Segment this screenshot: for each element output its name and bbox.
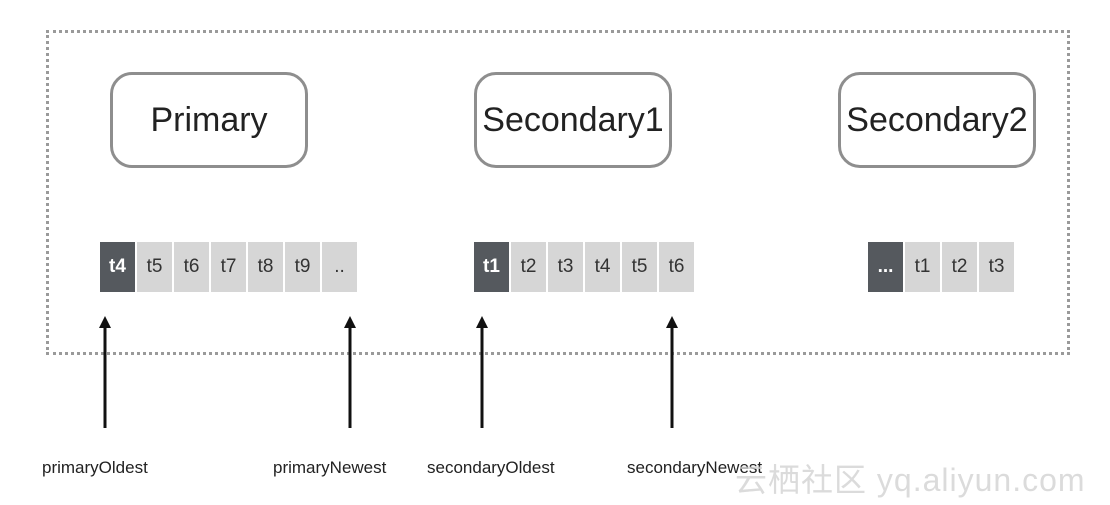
oplog-entry: t9 (285, 242, 320, 292)
oplog-entry: t8 (248, 242, 283, 292)
oplog-entry: t3 (548, 242, 583, 292)
oplog-entry: t5 (622, 242, 657, 292)
oplog-entry: t1 (474, 242, 509, 292)
oplog-entry: ... (868, 242, 903, 292)
oplog-entry: .. (322, 242, 357, 292)
secondary1-node: Secondary1 (474, 72, 672, 168)
secondary2-node: Secondary2 (838, 72, 1036, 168)
oplog-entry: t2 (942, 242, 977, 292)
oplog-entry: t3 (979, 242, 1014, 292)
primary-node: Primary (110, 72, 308, 168)
oplog-entry: t2 (511, 242, 546, 292)
watermark: 云栖社区 yq.aliyun.com (735, 462, 1086, 498)
primary-oldest-arrow (99, 316, 111, 428)
secondary-newest-arrow (666, 316, 678, 428)
replica-set-frame (46, 30, 1070, 355)
secondary-oldest-arrow (476, 316, 488, 428)
primary-oldest-label: primaryOldest (42, 458, 148, 477)
oplog-entry: t7 (211, 242, 246, 292)
oplog-entry: t6 (659, 242, 694, 292)
primary-newest-label: primaryNewest (273, 458, 387, 477)
secondary-newest-label: secondaryNewest (627, 458, 763, 477)
primary-newest-arrow (344, 316, 356, 428)
oplog-entry: t4 (585, 242, 620, 292)
oplog-entry: t4 (100, 242, 135, 292)
oplog-entry: t5 (137, 242, 172, 292)
oplog-entry: t6 (174, 242, 209, 292)
oplog-entry: t1 (905, 242, 940, 292)
secondary-oldest-label: secondaryOldest (427, 458, 555, 477)
